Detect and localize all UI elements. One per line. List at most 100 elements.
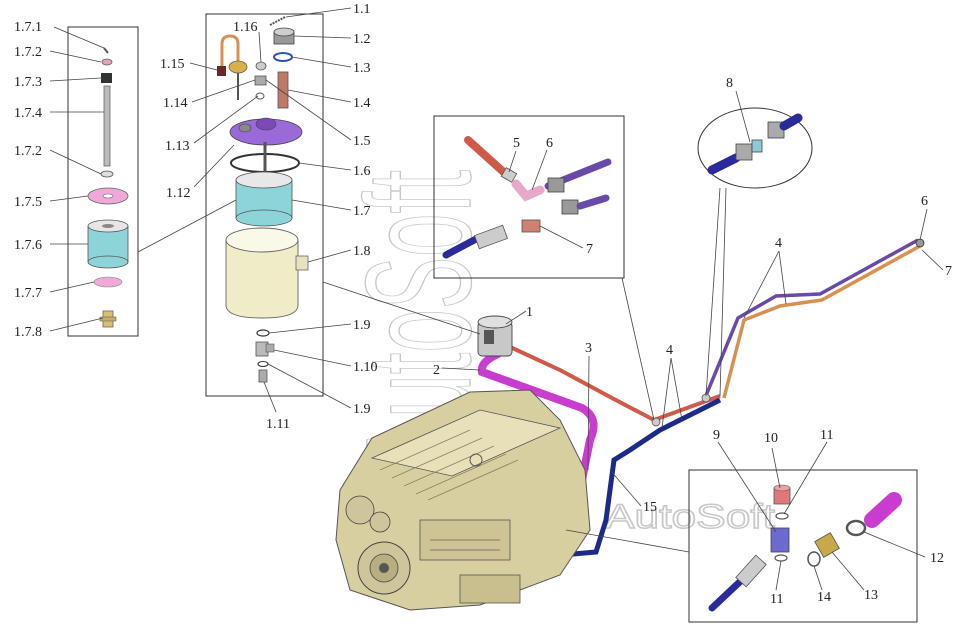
- nut-upper: [547, 177, 565, 193]
- label-6b: 6: [921, 194, 928, 209]
- pump-detail-frame: [688, 469, 918, 623]
- clamp-12: [845, 519, 867, 537]
- blue-hose-segment: [442, 234, 482, 259]
- wire-1-15: [220, 34, 240, 74]
- bowl-1-8: [225, 227, 309, 319]
- label-1-9b: 1.9: [353, 402, 371, 417]
- label-4b: 4: [775, 236, 782, 251]
- engine-block: [335, 389, 591, 611]
- pump-detail-labels: 9 10 11 11 12 13 14: [713, 428, 944, 607]
- element-kit-frame: [67, 26, 139, 337]
- washer-11b: [774, 554, 788, 562]
- watermark-small: AutoSoft: [605, 498, 776, 536]
- label-1-13: 1.13: [165, 139, 190, 154]
- filter-unit-1: [477, 315, 513, 357]
- filter-assembly-parts: [217, 16, 309, 383]
- label-6: 6: [546, 136, 553, 151]
- label-14: 14: [817, 590, 831, 605]
- label-1-5: 1.5: [353, 134, 371, 149]
- fitting-13: [814, 532, 840, 558]
- label-7b: 7: [945, 264, 952, 279]
- label-5: 5: [513, 136, 520, 151]
- red-hose-segment: [464, 136, 512, 180]
- label-2: 2: [433, 363, 440, 378]
- label-1-9: 1.9: [353, 318, 371, 333]
- label-1-7: 1.7: [353, 204, 371, 219]
- filter-assembly-labels: 1.1 1.2 1.3 1.4 1.5 1.6 1.7 1.8 1.9 1.10…: [160, 2, 378, 432]
- o-ring-1-3: [273, 52, 293, 62]
- line-4-purple: [703, 238, 919, 399]
- element-cartridge-1-7-6: [87, 219, 129, 269]
- rod-1-7-4: [103, 85, 111, 167]
- label-1-8: 1.8: [353, 244, 371, 259]
- pump-detail-parts: [708, 484, 902, 612]
- banjo-9: [770, 527, 790, 553]
- joint-end: [915, 238, 925, 248]
- cover-1-12: [229, 117, 303, 146]
- gasket-1-7-7: [93, 276, 123, 288]
- o-ring-1-9b: [257, 360, 269, 368]
- label-1-7-2b: 1.7.2: [14, 144, 42, 159]
- label-1-10: 1.10: [353, 360, 378, 375]
- label-1-7-2: 1.7.2: [14, 45, 42, 60]
- label-1-7-4: 1.7.4: [14, 106, 42, 121]
- purple-hose-lower: [576, 194, 610, 210]
- label-7: 7: [586, 242, 593, 257]
- seal-disc-hole: [102, 193, 114, 199]
- fitting-8: [751, 139, 763, 153]
- label-1-12: 1.12: [166, 186, 191, 201]
- o-ring-small: [255, 92, 265, 100]
- label-1-7-3: 1.7.3: [14, 75, 42, 90]
- washer-1-16: [255, 61, 267, 71]
- leader-lines: [49, 7, 944, 591]
- label-15: 15: [643, 500, 657, 515]
- plug-1-13: [254, 75, 267, 86]
- o-ring-1-9: [256, 329, 270, 337]
- joint-a: [651, 417, 661, 427]
- label-1: 1: [526, 305, 533, 320]
- label-1-7-7: 1.7.7: [14, 286, 42, 301]
- label-8: 8: [726, 76, 733, 91]
- clip-5: [500, 167, 518, 183]
- fitting-1-7-8: [99, 310, 117, 328]
- label-10: 10: [764, 431, 778, 446]
- return-line-red: [507, 344, 721, 423]
- washer-11a: [775, 512, 789, 520]
- label-1-7-6: 1.7.6: [14, 238, 42, 253]
- element-kit-parts: [87, 47, 129, 328]
- label-1-11: 1.11: [266, 417, 290, 432]
- washer-1-7-2b: [100, 170, 114, 178]
- element-1-7: [235, 171, 293, 227]
- label-11a: 11: [820, 428, 833, 443]
- fitting-detail-parts: [707, 113, 803, 175]
- chain-1-1: [269, 16, 286, 26]
- label-13: 13: [864, 588, 878, 603]
- cap-1-2: [273, 27, 295, 45]
- label-1-3: 1.3: [353, 61, 371, 76]
- tee-7: [521, 219, 541, 233]
- valve-1-10: [255, 341, 275, 357]
- ring-14: [807, 551, 821, 567]
- hose-2-magenta: [477, 350, 598, 544]
- label-1-6: 1.6: [353, 164, 371, 179]
- connector-detail-frame: [433, 115, 625, 279]
- nut-8a: [735, 143, 753, 161]
- label-12: 12: [930, 551, 944, 566]
- label-1-7-5: 1.7.5: [14, 195, 42, 210]
- quick-connector: [473, 224, 509, 250]
- label-1-15: 1.15: [160, 57, 185, 72]
- label-1-7-1: 1.7.1: [14, 20, 42, 35]
- sensor-1-14: [228, 60, 248, 74]
- fitting-detail-ellipse: [697, 107, 813, 189]
- washer-1-7-2: [101, 58, 113, 66]
- label-11b: 11: [770, 592, 783, 607]
- drain-plug-1-11: [258, 369, 268, 383]
- line-labels: 1 2 3 4 4 5 6 7 8 6 7 15: [433, 76, 952, 515]
- label-1-4: 1.4: [353, 96, 371, 111]
- elbow-6: [511, 179, 545, 202]
- label-9: 9: [713, 428, 720, 443]
- plug-10: [773, 484, 791, 505]
- label-4a: 4: [666, 343, 673, 358]
